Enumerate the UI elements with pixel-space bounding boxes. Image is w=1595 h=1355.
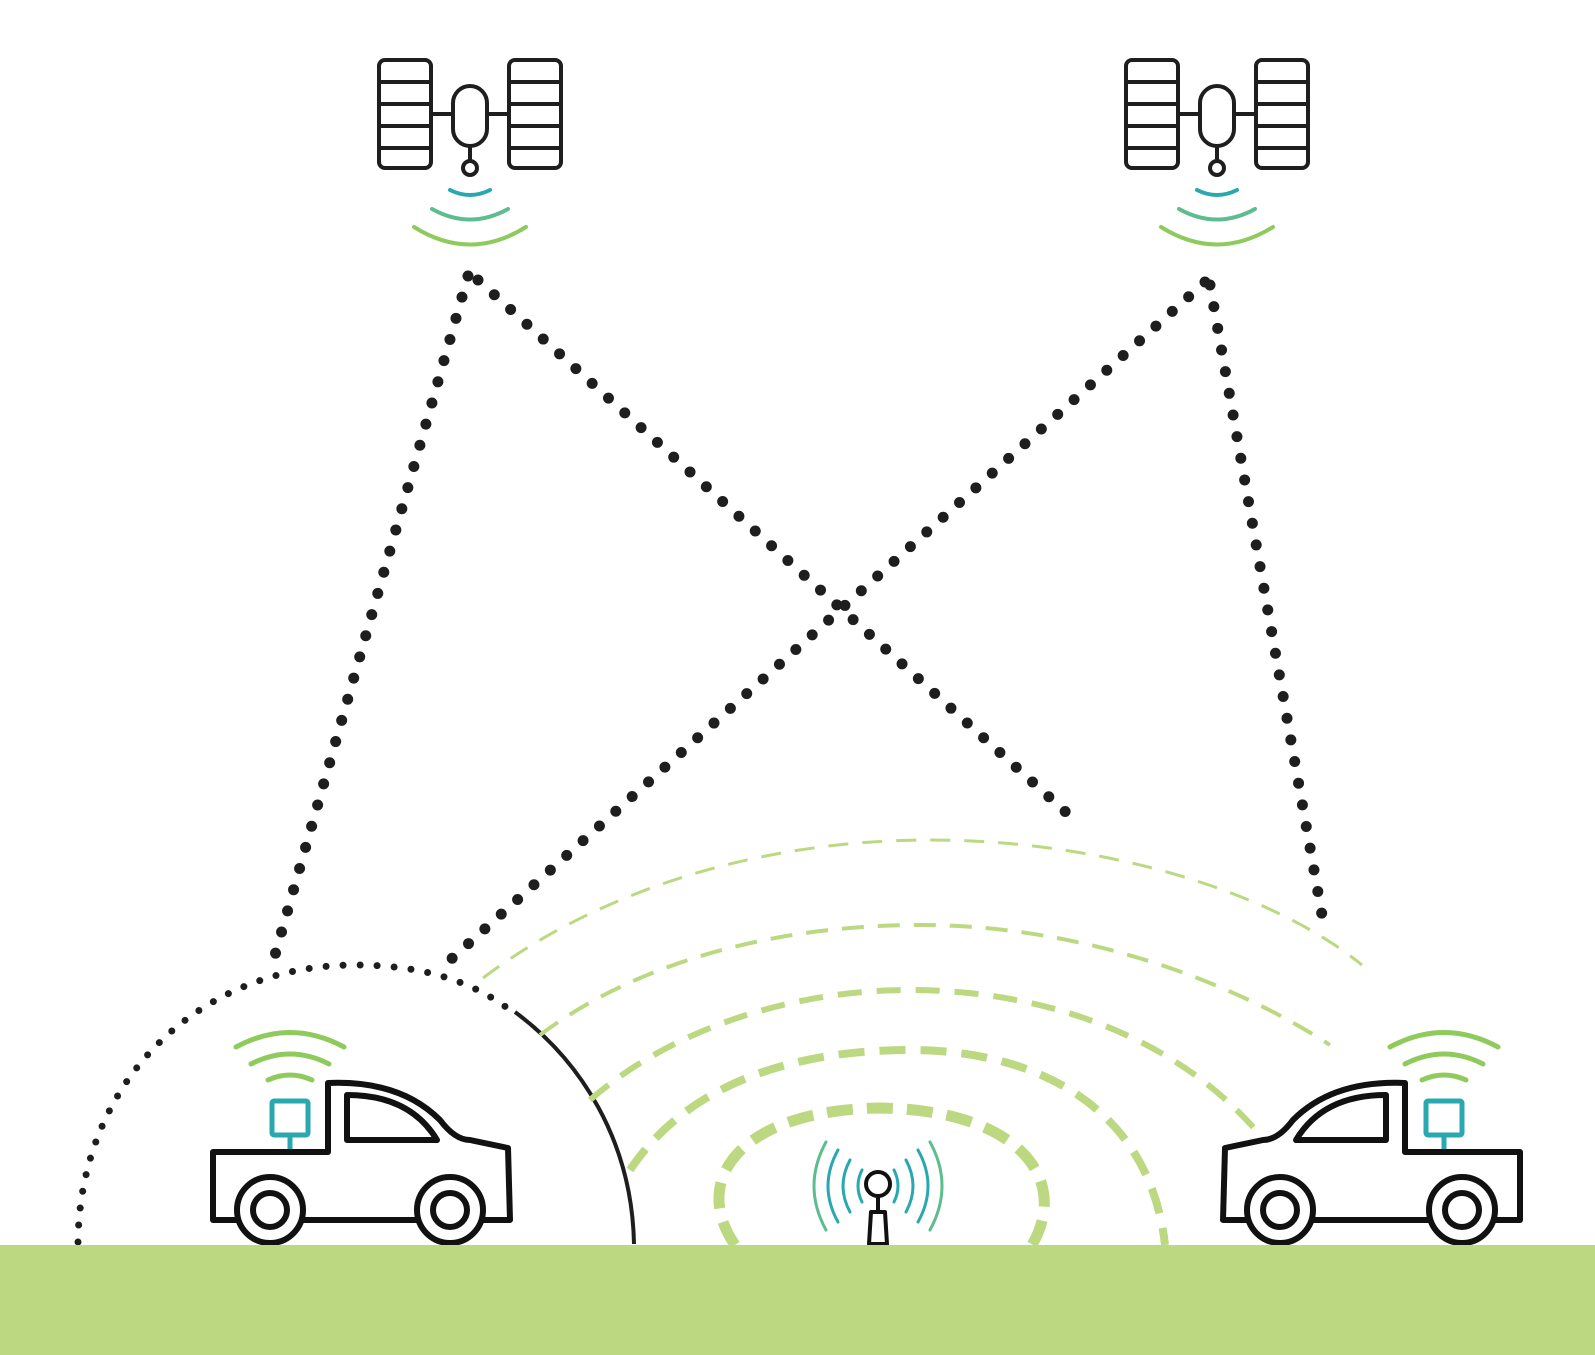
satellite-signal-paths [269, 270, 1328, 968]
gnss-antenna-icon [269, 1098, 311, 1150]
signal-path-sat2-to-right-truck [1204, 279, 1328, 921]
gnss-antenna-icon [1423, 1098, 1465, 1150]
radio-wave-ring-1 [713, 1102, 1050, 1249]
base-station-radio-waves [482, 838, 1363, 1249]
wifi-signal-icon [233, 1030, 347, 1050]
wifi-signal-icon [1159, 188, 1275, 247]
signal-path-sat1-to-left-truck [269, 270, 474, 961]
satellite-icon [1124, 58, 1310, 177]
signal-path-sat1-to-right-truck [472, 274, 1086, 831]
radio-wave-ring-2 [626, 1045, 1169, 1246]
coverage-dome-solid [513, 1010, 636, 1245]
signal-path-sat2-to-left-truck [442, 276, 1211, 968]
radio-wave-ring-4 [538, 922, 1332, 1047]
pickup-truck-icon [1220, 1030, 1523, 1246]
satellite-icon [377, 58, 563, 177]
ground-band [0, 1245, 1595, 1355]
pickup-truck-icon [210, 1030, 513, 1246]
wifi-signal-icon [1387, 1030, 1501, 1050]
radio-wave-ring-5 [482, 838, 1363, 980]
wifi-signal-icon [412, 188, 528, 247]
radio-tower-icon [812, 1140, 944, 1246]
